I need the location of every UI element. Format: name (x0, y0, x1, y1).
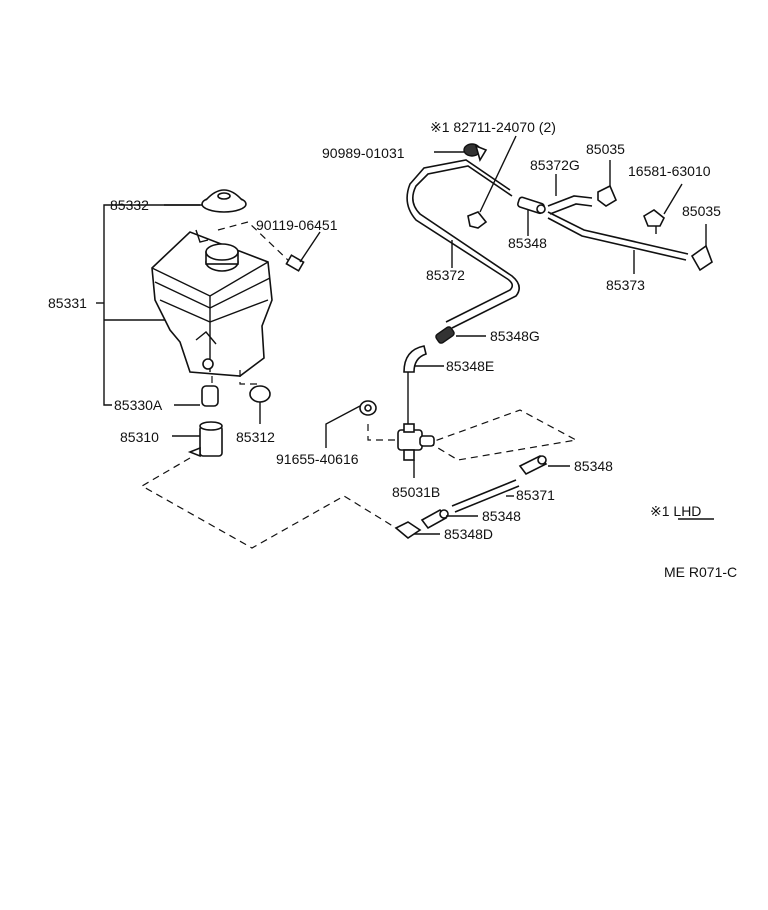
note-lhd: ※1 LHD (650, 503, 701, 519)
label-85348-lower: 85348 (482, 508, 521, 524)
label-85035-upper: 85035 (586, 141, 625, 157)
label-85371: 85371 (516, 487, 555, 503)
label-85330A: 85330A (114, 397, 163, 413)
label-85348E: 85348E (446, 358, 494, 374)
bolt-90119 (217, 221, 321, 272)
hose-85373 (547, 211, 689, 274)
joint-85348-top (517, 196, 546, 236)
label-85031B: 85031B (392, 484, 440, 500)
clamp-91655 (325, 400, 377, 448)
label-85312: 85312 (236, 429, 275, 445)
label-90119: 90119-06451 (256, 217, 338, 233)
joint-85348G (435, 326, 486, 344)
label-85332: 85332 (110, 197, 149, 213)
joint-85348-lower (420, 508, 478, 530)
label-85348-top: 85348 (508, 235, 547, 251)
hose-85372 (406, 159, 520, 329)
hose-85372G (547, 174, 593, 215)
label-82711: ※1 82711-24070 (2) (430, 119, 556, 135)
hose-route-right (367, 424, 396, 441)
label-85348-right: 85348 (574, 458, 613, 474)
pump-grommet (174, 376, 219, 407)
label-91655: 91655-40616 (276, 451, 359, 467)
label-85348G: 85348G (490, 328, 540, 344)
nozzle-85035-upper (597, 160, 618, 207)
label-85331: 85331 (48, 295, 87, 311)
strainer-cap (239, 370, 271, 424)
washer-pump (172, 421, 223, 458)
label-85372: 85372 (426, 267, 465, 283)
label-16581: 16581-63010 (628, 163, 711, 179)
label-85372G: 85372G (530, 157, 580, 173)
label-85035-lower: 85035 (682, 203, 721, 219)
clip-90989 (434, 143, 488, 162)
grommet-16581 (643, 183, 683, 234)
washer-tank (151, 229, 273, 377)
nozzle-82711 (467, 135, 517, 229)
nozzle-85035-lower (690, 224, 713, 272)
elbow-85348D (394, 521, 440, 539)
check-valve (397, 370, 435, 478)
group-bracket-85331 (96, 204, 200, 406)
joint-85348-right (518, 454, 570, 476)
tank-cap (164, 189, 247, 213)
label-85310: 85310 (120, 429, 159, 445)
label-85348D: 85348D (444, 526, 493, 542)
hose-route-lower (140, 457, 397, 549)
label-90989: 90989-01031 (322, 145, 405, 161)
hose-85371 (451, 479, 520, 513)
hose-route-tee (427, 409, 578, 461)
diagram-reference-code: ME R071-C (664, 564, 737, 580)
elbow-hose (403, 345, 444, 373)
label-85373: 85373 (606, 277, 645, 293)
